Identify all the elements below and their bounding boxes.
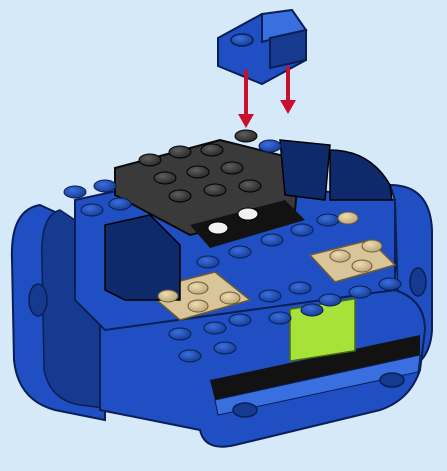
right-side-hole [410,268,426,296]
front-left-hole [233,403,257,417]
left-side-hole [29,284,47,316]
front-right-hole [380,373,404,387]
new-brick-piece [218,10,306,84]
